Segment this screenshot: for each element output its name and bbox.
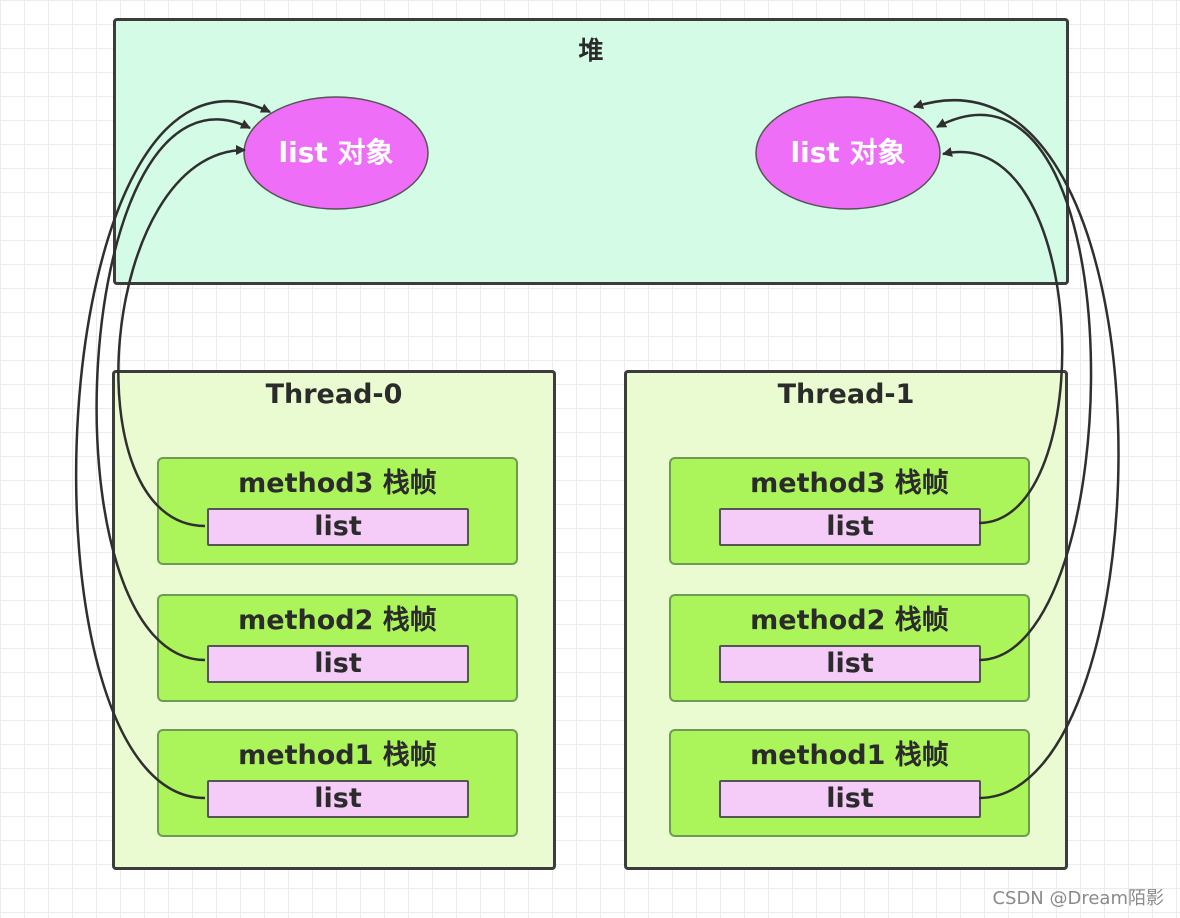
thread-1-method2-frame: method2 栈帧 list: [669, 594, 1030, 702]
heap-object-left-label: list 对象: [278, 136, 394, 169]
frame-title: method2 栈帧: [750, 605, 949, 636]
thread-0-method1-frame: method1 栈帧 list: [157, 729, 518, 837]
thread-1-method3-frame: method3 栈帧 list: [669, 457, 1030, 565]
frame-title: method1 栈帧: [238, 740, 437, 771]
thread-0-method3-frame: method3 栈帧 list: [157, 457, 518, 565]
thread-0-box: Thread-0 method3 栈帧 list method2 栈帧 list…: [112, 370, 556, 870]
local-variable-list: list: [207, 508, 469, 546]
local-variable-list: list: [719, 780, 981, 818]
local-variable-list: list: [207, 780, 469, 818]
thread-0-title: Thread-0: [265, 379, 403, 410]
arrow-t1-method2: [936, 114, 1093, 662]
local-variable-list: list: [719, 508, 981, 546]
frame-title: method3 栈帧: [750, 468, 949, 499]
heap-object-right: [755, 96, 941, 210]
local-variable-list: list: [719, 645, 981, 683]
frame-title: method3 栈帧: [238, 468, 437, 499]
watermark: CSDN @Dream陌影: [992, 888, 1164, 909]
local-variable-list: list: [207, 645, 469, 683]
thread-0-method2-frame: method2 栈帧 list: [157, 594, 518, 702]
arrow-t0-method1: [74, 100, 271, 800]
arrow-t0-method3: [117, 145, 246, 528]
arrow-t1-method1: [913, 98, 1120, 800]
frame-title: method2 栈帧: [238, 605, 437, 636]
arrow-t1-method3: [942, 147, 1064, 525]
thread-1-title: Thread-1: [777, 379, 915, 410]
heap-title: 堆: [578, 36, 604, 65]
frame-title: method1 栈帧: [750, 740, 949, 771]
thread-1-method1-frame: method1 栈帧 list: [669, 729, 1030, 837]
thread-1-box: Thread-1 method3 栈帧 list method2 栈帧 list…: [624, 370, 1068, 870]
heap-object-right-label: list 对象: [790, 136, 906, 169]
arrow-t0-method2: [95, 118, 251, 662]
